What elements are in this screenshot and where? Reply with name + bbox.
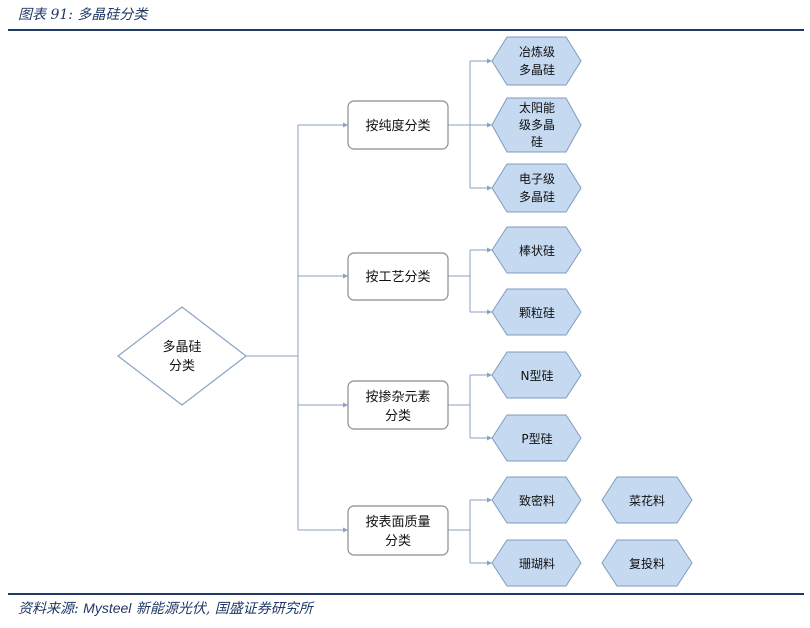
- root-label-line-2: 分类: [169, 359, 195, 374]
- leaf-label: P型硅: [521, 432, 552, 446]
- figure-title: 图表 91: 多晶硅分类: [18, 7, 148, 23]
- leaf-electronic-grade: 电子级 多晶硅: [491, 163, 582, 213]
- leaf-label-line-1: 电子级: [519, 172, 555, 186]
- leaf-label: 颗粒硅: [519, 305, 555, 320]
- leaf-label-line-1: 冶炼级: [519, 44, 555, 59]
- leaf-label-line-2: 多晶硅: [519, 63, 555, 77]
- leaf-label-line-3: 硅: [531, 135, 543, 149]
- leaf-label: N型硅: [521, 369, 554, 383]
- category-doping: 按掺杂元素 分类: [347, 380, 449, 430]
- category-label-line-1: 按掺杂元素: [365, 389, 430, 405]
- leaf-p-type: P型硅: [491, 414, 582, 462]
- top-rule: [8, 29, 804, 31]
- category-label-line-2: 分类: [385, 534, 411, 549]
- category-label-line-2: 分类: [385, 409, 411, 424]
- source-prefix: 资料来源:: [18, 601, 79, 617]
- leaf-label: 致密料: [519, 493, 555, 508]
- bottom-rule: [8, 593, 804, 595]
- leaf-label-line-2: 多晶硅: [519, 190, 555, 204]
- source-note: 资料来源: Mysteel 新能源光伏, 国盛证券研究所: [18, 598, 313, 618]
- leaf-rod-silicon: 棒状硅: [491, 226, 582, 274]
- arrowheads: [343, 58, 492, 566]
- leaf-dense-material: 致密料: [491, 476, 582, 524]
- leaf-label-line-1: 太阳能: [519, 100, 555, 115]
- category-label: 按纯度分类: [365, 118, 430, 134]
- leaf-n-type: N型硅: [491, 351, 582, 399]
- source-rest: 新能源光伏, 国盛证券研究所: [131, 601, 313, 617]
- category-process: 按工艺分类: [347, 252, 449, 301]
- leaf-cauliflower-material: 菜花料: [601, 476, 693, 524]
- leaf-label: 珊瑚料: [519, 556, 555, 571]
- leaf-granular-silicon: 颗粒硅: [491, 288, 582, 336]
- leaf-label-line-2: 级多晶: [519, 118, 555, 132]
- category-surface: 按表面质量 分类: [347, 505, 449, 556]
- leaf-label: 复投料: [629, 556, 665, 571]
- root-node: 多晶硅 分类: [117, 306, 247, 406]
- connectors: [246, 60, 492, 564]
- leaf-coral-material: 珊瑚料: [491, 539, 582, 587]
- category-purity: 按纯度分类: [347, 100, 449, 150]
- leaf-metallurgical-grade: 冶炼级 多晶硅: [491, 36, 582, 86]
- category-label: 按工艺分类: [365, 270, 430, 285]
- root-label-line-1: 多晶硅: [162, 339, 201, 355]
- source-brand: Mysteel: [83, 600, 132, 616]
- leaf-solar-grade: 太阳能 级多晶 硅: [491, 97, 582, 153]
- leaf-label: 棒状硅: [519, 244, 555, 258]
- leaf-recharge-material: 复投料: [601, 539, 693, 587]
- category-label-line-1: 按表面质量: [365, 515, 430, 530]
- leaf-label: 菜花料: [629, 493, 665, 508]
